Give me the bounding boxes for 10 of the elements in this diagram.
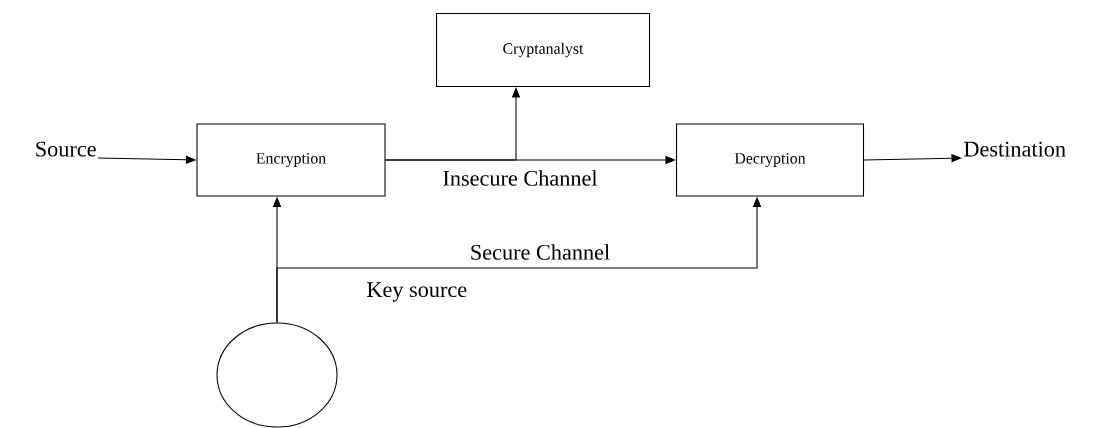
endpoint-label: Source (36, 141, 96, 157)
circle-shape (216, 322, 338, 428)
process-box: Cryptanalyst (436, 12, 651, 88)
process-box: Encryption (196, 123, 386, 197)
process-box: Decryption (676, 123, 865, 197)
arrow (863, 153, 962, 163)
node-caption: Key source (367, 282, 467, 302)
endpoint-label: Destination (964, 141, 1066, 157)
edge-label: Secure Channel (468, 243, 612, 261)
edge-label: Insecure Channel (441, 169, 599, 187)
